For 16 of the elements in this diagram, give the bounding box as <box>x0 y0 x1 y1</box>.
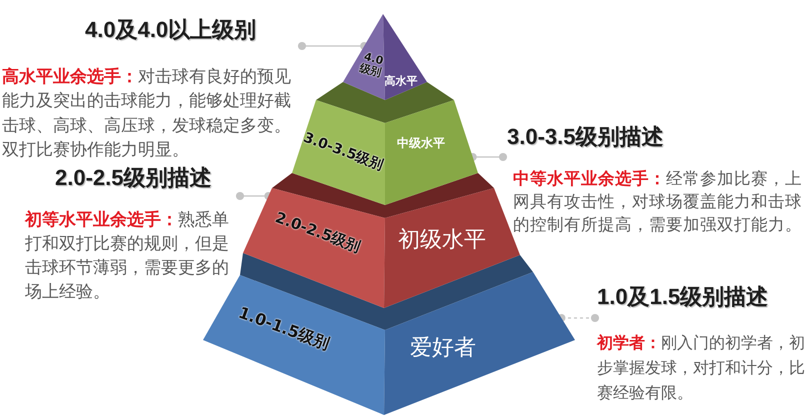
level-name-label: 爱好者 <box>410 336 476 360</box>
level-name-label: 中级水平 <box>397 136 445 150</box>
leader-line <box>557 314 600 322</box>
section-heading: 4.0及4.0以上级别 <box>85 17 256 43</box>
description-text: 初学者：刚入门的初学者，初步掌握发球，对打和计分，比赛经验有限。 <box>597 332 806 404</box>
level-name-label: 初级水平 <box>398 228 486 252</box>
section-heading: 3.0-3.5级别描述 <box>507 124 664 150</box>
level-name-label: 高水平 <box>384 74 418 88</box>
leader-line <box>298 42 368 50</box>
section-heading: 1.0及1.5级别描述 <box>597 284 768 310</box>
leader-line <box>236 192 272 200</box>
level-range-label: 4.0级别 <box>357 50 385 80</box>
description-text: 初等水平业余选手：熟悉单打和双打比赛的规则，但是击球环节薄弱，需要更多的场上经验。 <box>25 209 230 304</box>
description-text: 中等水平业余选手：经常参加比赛，上网具有攻击性，对球场覆盖能力和击球的控制有所提高，需要加强双打能力。 <box>513 168 803 236</box>
section-heading: 2.0-2.5级别描述 <box>55 165 212 191</box>
description-text: 高水平业余选手：对击球有良好的预见能力及突出的击球能力，能够处理好截击球、高球、高压球，发球稳定多变。双打比赛协作能力明显。 <box>2 66 292 162</box>
